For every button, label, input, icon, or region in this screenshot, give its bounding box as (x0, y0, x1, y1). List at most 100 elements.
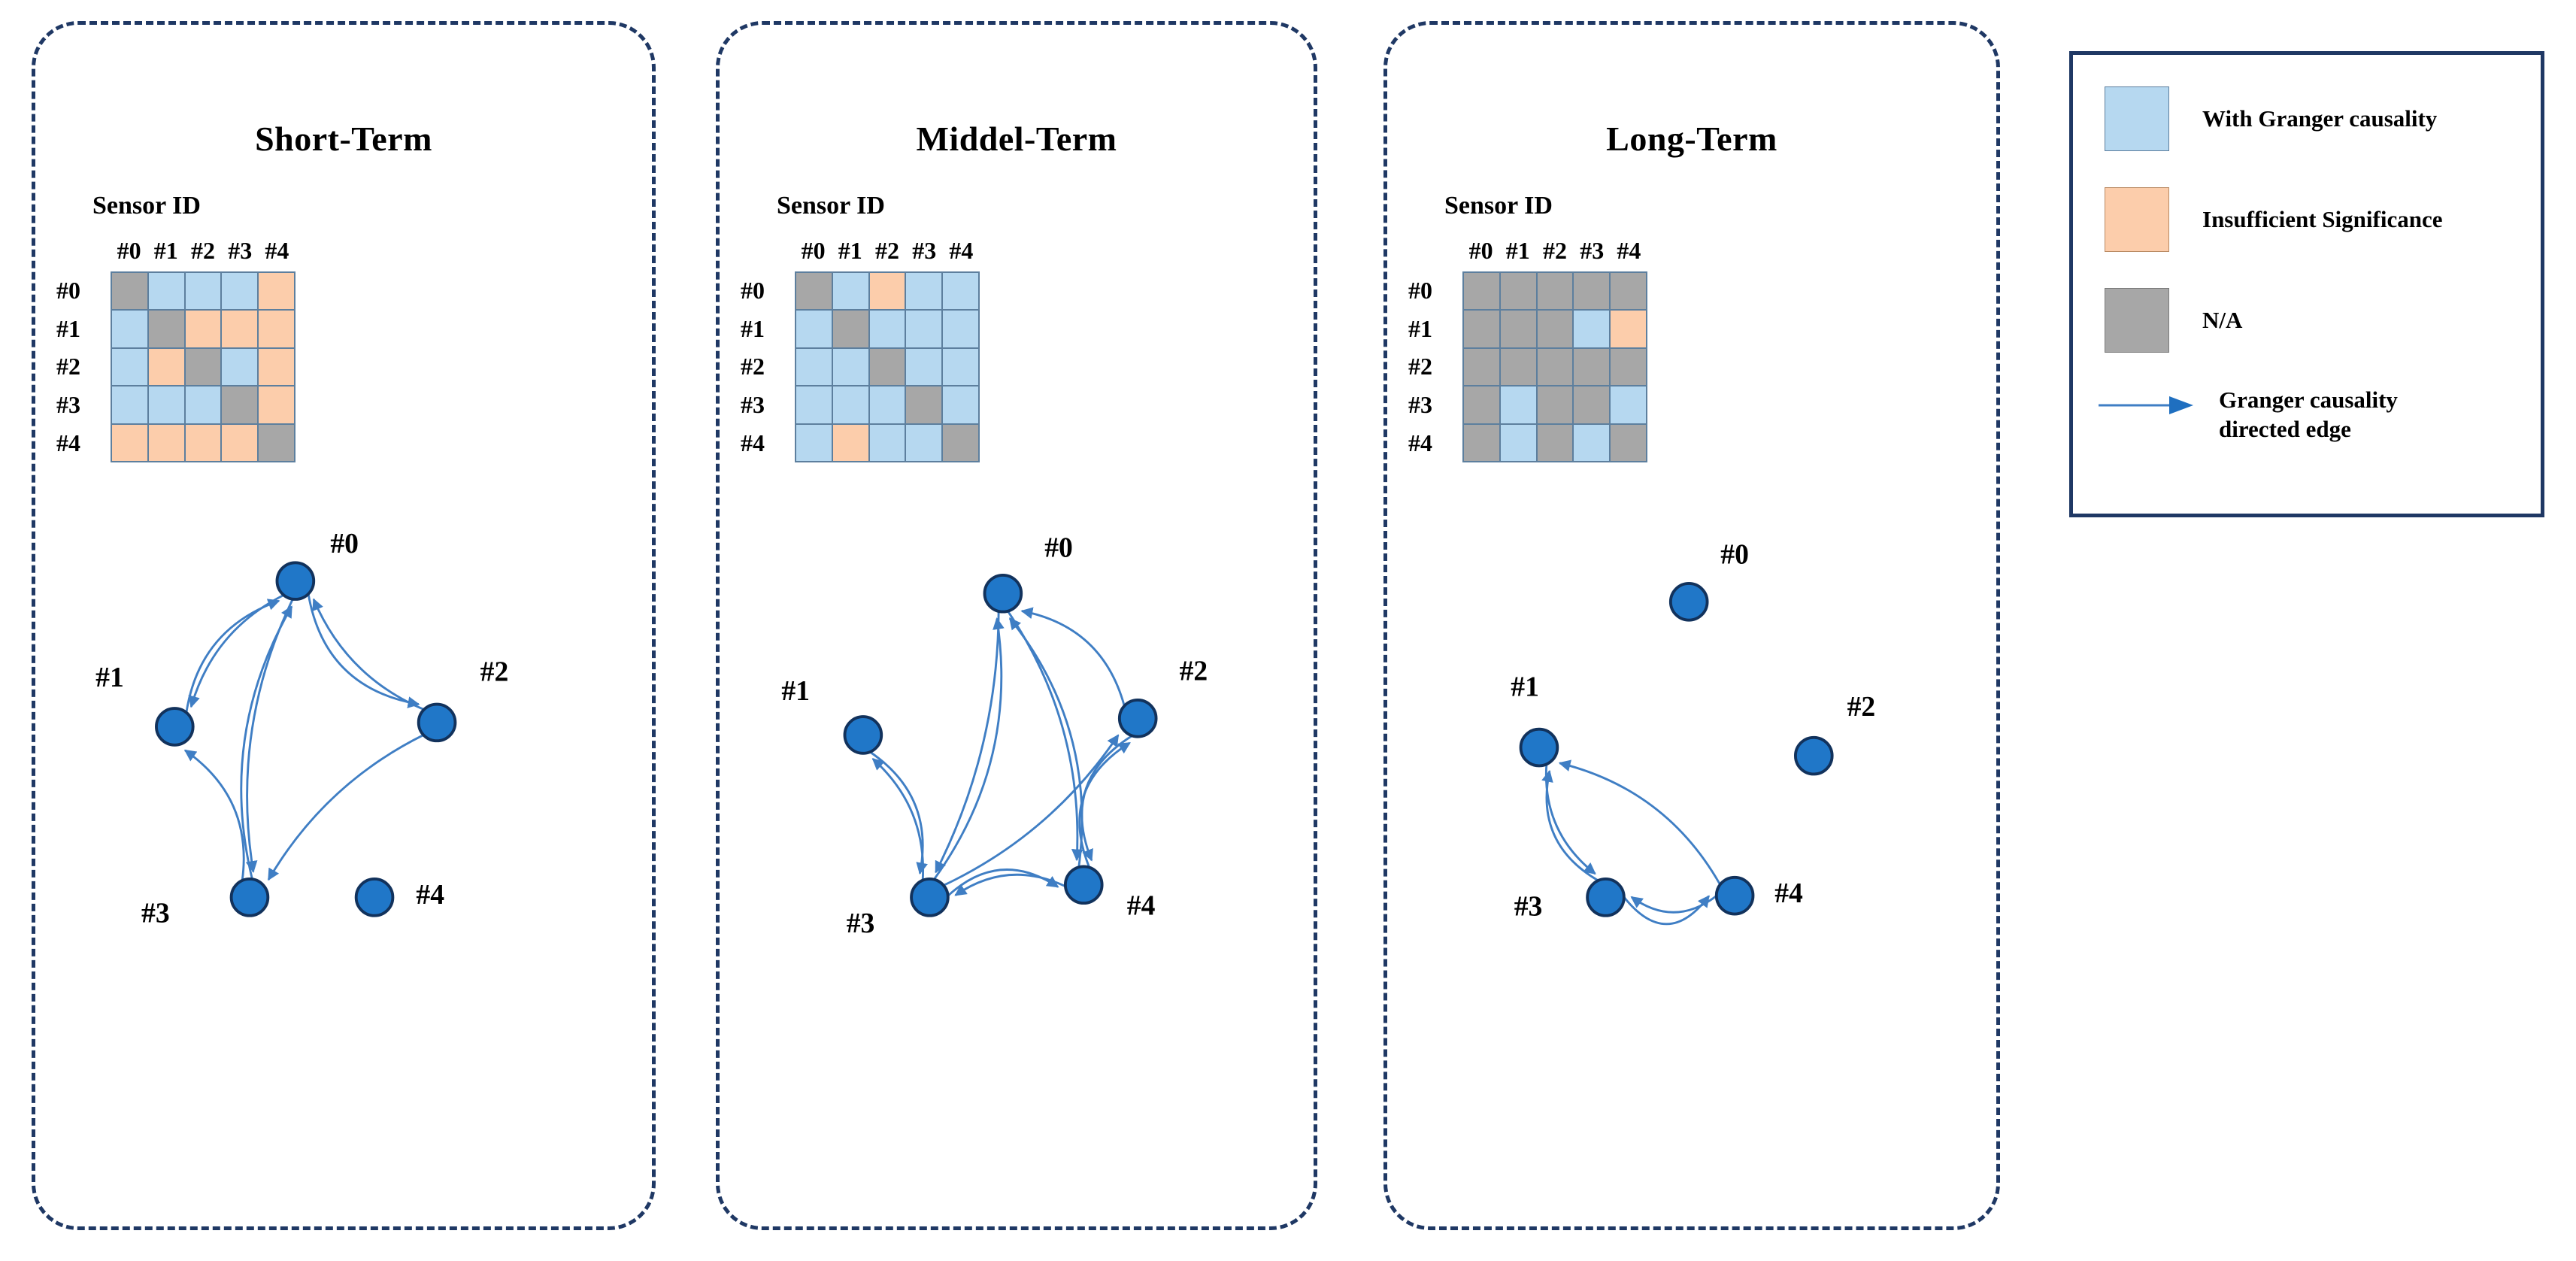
matrix-cell (942, 347, 979, 386)
graph-node-label: #1 (1511, 671, 1539, 702)
legend-swatch-gray-icon (2105, 288, 2169, 353)
row-label-4: #4 (1408, 429, 1432, 457)
col-header-4: #4 (949, 237, 974, 264)
graph-edge (1020, 607, 1126, 707)
graph-node[interactable] (910, 878, 950, 917)
graph-edge (1080, 735, 1133, 862)
col-header-0: #0 (117, 237, 141, 264)
matrix-long-term: #0 #1 #2 #3 #4 #0 #1 #2 #3 #4 (1408, 237, 1647, 462)
matrix-cell (147, 423, 185, 462)
matrix-cell (111, 386, 148, 424)
matrix-cell (184, 423, 222, 462)
matrix-cell (868, 386, 906, 424)
graph-node[interactable] (1714, 875, 1755, 916)
arrow-right-icon (2099, 396, 2193, 414)
matrix-cell (258, 386, 295, 424)
graph-node-label: #2 (1180, 655, 1208, 687)
matrix-cell (1610, 310, 1647, 348)
graph-node-label: #1 (95, 662, 124, 693)
row-label-1: #1 (741, 314, 765, 342)
matrix-cell (1463, 272, 1500, 311)
graph-node-label: #2 (480, 656, 509, 688)
graph-node[interactable] (1668, 582, 1709, 622)
legend-label-with-causality: With Granger causality (2202, 105, 2438, 132)
graph-node[interactable] (229, 878, 270, 917)
graph-node[interactable] (1519, 727, 1559, 768)
matrix-row-labels: #0 #1 #2 #3 #4 (1408, 271, 1462, 462)
sensor-id-axis-title: Sensor ID (777, 192, 885, 220)
graph-node[interactable] (354, 878, 395, 917)
graph-node-label: #0 (330, 528, 359, 559)
matrix-cell (1463, 423, 1500, 462)
col-header-1: #1 (1505, 237, 1530, 264)
row-label-0: #0 (741, 276, 765, 304)
graph-node[interactable] (983, 573, 1023, 614)
graph-node[interactable] (275, 561, 316, 601)
matrix-cell (258, 310, 295, 348)
matrix-cell (905, 423, 943, 462)
matrix-grid (111, 271, 295, 462)
matrix-cell (1536, 310, 1574, 348)
graph-edge (267, 734, 424, 881)
graph-edge (1630, 895, 1717, 914)
row-label-3: #3 (741, 391, 765, 419)
matrix-cell (796, 272, 832, 311)
sensor-id-axis-title: Sensor ID (1444, 192, 1553, 220)
col-header-2: #2 (875, 237, 899, 264)
matrix-cell (1463, 386, 1500, 424)
row-label-1: #1 (56, 314, 80, 342)
matrix-cell (868, 347, 906, 386)
matrix-cell (147, 386, 185, 424)
matrix-cell (184, 347, 222, 386)
matrix-cell (221, 347, 259, 386)
matrix-cell (905, 386, 943, 424)
matrix-cell (221, 423, 259, 462)
graph-node[interactable] (1063, 865, 1104, 905)
row-label-0: #0 (1408, 276, 1432, 304)
matrix-cell (868, 423, 906, 462)
col-header-2: #2 (191, 237, 215, 264)
graph-edge (947, 868, 1059, 897)
graph-node-label: #3 (1514, 891, 1543, 923)
graph-middle-term: #0#1#2#3#4 (781, 532, 1208, 939)
matrix-cell (1499, 347, 1537, 386)
matrix-grid (1462, 271, 1647, 462)
matrix-cell (111, 423, 148, 462)
matrix-row-labels: #0 #1 #2 #3 #4 (56, 271, 111, 462)
graph-edge (307, 593, 420, 708)
legend-label-na: N/A (2202, 306, 2243, 333)
graph-edge (943, 734, 1120, 887)
matrix-cell (147, 347, 185, 386)
matrix-cell (258, 272, 295, 311)
panel-middle-term: Middel-Term Sensor ID #0 #1 #2 #3 #4 #0 … (716, 21, 1317, 1230)
panel-long-term: Long-Term Sensor ID #0 #1 #2 #3 #4 #0 #1… (1383, 21, 2000, 1230)
matrix-cell (1499, 386, 1537, 424)
graph-node-label: #3 (847, 908, 875, 939)
graph-node[interactable] (843, 715, 883, 755)
legend-item-directed-edge: Granger causality directed edge (2096, 386, 2398, 444)
matrix-cell (1536, 272, 1574, 311)
graph-node[interactable] (417, 702, 457, 743)
graph-node[interactable] (1793, 735, 1834, 776)
matrix-cell (1536, 386, 1574, 424)
matrix-cell (1463, 347, 1500, 386)
graph-node-label: #1 (781, 675, 810, 707)
matrix-cell (942, 386, 979, 424)
matrix-cell (1573, 272, 1611, 311)
graph-edge (1007, 610, 1083, 862)
legend-swatch-blue-icon (2105, 86, 2169, 151)
graph-edge (240, 605, 293, 880)
graph-edge (183, 749, 245, 881)
col-header-0: #0 (801, 237, 826, 264)
row-label-1: #1 (1408, 314, 1432, 342)
matrix-middle-term: #0 #1 #2 #3 #4 #0 #1 #2 #3 #4 (741, 237, 980, 462)
graph-node[interactable] (1117, 699, 1158, 738)
row-label-2: #2 (56, 353, 80, 380)
matrix-cell (832, 310, 869, 348)
graph-node[interactable] (155, 707, 195, 747)
matrix-cell (111, 272, 148, 311)
matrix-row-labels: #0 #1 #2 #3 #4 (741, 271, 795, 462)
col-header-4: #4 (265, 237, 289, 264)
graph-node[interactable] (1586, 878, 1626, 917)
graph-edge (1544, 764, 1596, 875)
